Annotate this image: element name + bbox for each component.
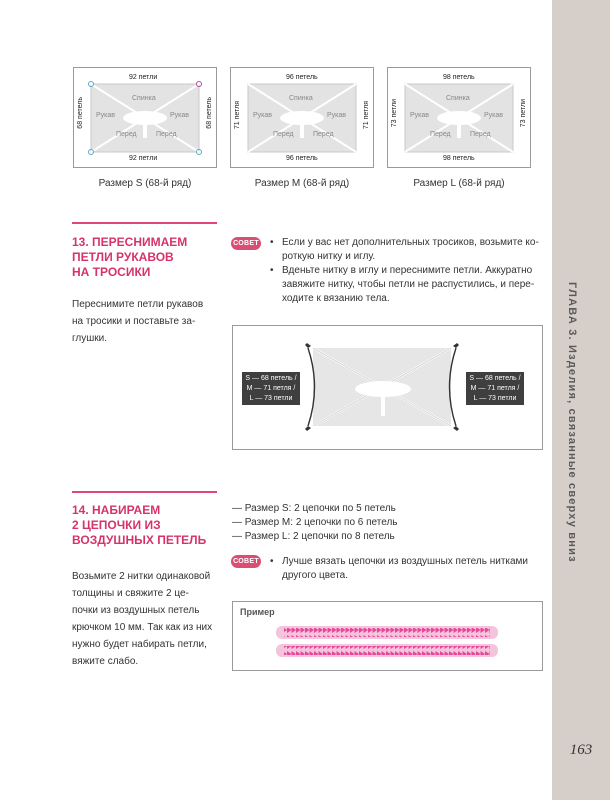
bullet-icon: • [270, 265, 274, 276]
diagram-sleeve-left-label: Рукав [410, 112, 429, 119]
diagram-front-right-label: Перед [313, 131, 334, 138]
tip-line: роткую нитку и иглу. [282, 251, 376, 262]
tip-badge: СОВЕТ [231, 555, 261, 568]
section14-body-line: почки из воздушных петель [72, 605, 200, 616]
tip-item: • Лучше вязать цепочки из воздушных пете… [270, 555, 528, 583]
diagram-top-label: 96 петель [286, 74, 318, 81]
diagram-bottom-label: 98 петель [443, 155, 475, 162]
size-l-caption: Размер L (68-й ряд) [413, 178, 505, 189]
tip-line: Если у вас нет дополнительных тросиков, … [282, 237, 539, 248]
chain-illustration [276, 626, 498, 657]
section13-tips: • Если у вас нет дополнительных тросиков… [270, 236, 539, 306]
chapter-title-text: ГЛАВА 3. Изделия, связанные сверху вниз [566, 282, 578, 563]
section14-title-line: ВОЗДУШНЫХ ПЕТЕЛЬ [72, 533, 207, 547]
example-box: Пример [232, 601, 543, 671]
diagram-right-label: 68 петель [206, 97, 213, 129]
tip-line: другого цвета. [282, 570, 349, 581]
section14-body-line: вяжите слабо. [72, 656, 139, 667]
diagram-front-left-label: Перед [430, 131, 451, 138]
diagram-bottom-label: 96 петель [286, 155, 318, 162]
section13-body: Переснимите петли рукавов на тросики и п… [72, 296, 203, 347]
example-title: Пример [240, 607, 275, 617]
diagram-right-label: 71 петля [363, 101, 370, 130]
bullet-icon: • [270, 237, 274, 248]
tip-line: Вденьте нитку в иглу и переснимите петли… [282, 265, 533, 276]
tip-line: ходите к вязанию тела. [282, 293, 390, 304]
section13-title: 13. ПЕРЕСНИМАЕМ ПЕТЛИ РУКАВОВ НА ТРОСИКИ [72, 235, 222, 280]
section14-title: 14. НАБИРАЕМ 2 ЦЕПОЧКИ ИЗ ВОЗДУШНЫХ ПЕТЕ… [72, 503, 222, 548]
size-diagram-s: 92 петли 92 петли 68 петель 68 петель Сп… [73, 67, 217, 168]
section14-body: Возьмите 2 нитки одинаковой толщины и св… [72, 568, 212, 670]
section13-title-line: ПЕТЛИ РУКАВОВ [72, 250, 174, 264]
diagram-sleeve-right-label: Рукав [170, 112, 189, 119]
diagram-sleeve-right-label: Рукав [327, 112, 346, 119]
diagram-front-right-label: Перед [156, 131, 177, 138]
diagram-bottom-label: 92 петли [129, 155, 158, 162]
section14-body-line: толщины и свяжите 2 це- [72, 588, 189, 599]
diagram-sleeve-left-label: Рукав [253, 112, 272, 119]
tip-line: Лучше вязать цепочки из воздушных петель… [282, 556, 529, 567]
section13-rule [72, 222, 217, 224]
bullet-icon: • [270, 556, 274, 567]
tip-item: • Если у вас нет дополнительных тросиков… [270, 236, 539, 264]
size-diagram-s-drawing [88, 81, 202, 155]
sleeve-stitches-diagram: S — 68 петель / M — 71 петля / L — 73 пе… [232, 325, 543, 450]
diagram-back-label: Спинка [132, 95, 156, 102]
stitch-count-line: M — 71 петля / [470, 385, 520, 392]
left-stitch-count-label: S — 68 петель / M — 71 петля / L — 73 пе… [242, 372, 300, 405]
diagram-left-label: 68 петель [77, 97, 84, 129]
section14-title-line: 14. НАБИРАЕМ [72, 503, 161, 517]
diagram-front-left-label: Перед [273, 131, 294, 138]
diagram-front-left-label: Перед [116, 131, 137, 138]
tip-badge: СОВЕТ [231, 237, 261, 250]
chain-size-item: — Размер M: 2 цепочки по 6 петель [232, 517, 398, 528]
stitch-count-line: S — 68 петель / [245, 375, 297, 382]
size-diagram-m-drawing [247, 83, 357, 153]
chapter-title: ГЛАВА 3. Изделия, связанные сверху вниз [566, 282, 596, 563]
size-diagram-l: 98 петель 98 петель 73 петли 73 петли Сп… [387, 67, 531, 168]
section13-body-line: глушки. [72, 333, 108, 344]
chain-size-item: — Размер L: 2 цепочки по 8 петель [232, 531, 395, 542]
tip-line: завяжите нитку, чтобы петли не распустил… [282, 279, 535, 290]
section14-tips: • Лучше вязать цепочки из воздушных пете… [270, 555, 528, 583]
section13-title-line: 13. ПЕРЕСНИМАЕМ [72, 235, 188, 249]
diagram-back-label: Спинка [446, 95, 470, 102]
size-s-caption: Размер S (68-й ряд) [98, 178, 192, 189]
tip-item: • Вденьте нитку в иглу и переснимите пет… [270, 264, 539, 306]
diagram-top-label: 98 петель [443, 74, 475, 81]
section13-body-line: на тросики и поставьте за- [72, 316, 196, 327]
section13-body-line: Переснимите петли рукавов [72, 299, 204, 310]
chain-sizes-list: — Размер S: 2 цепочки по 5 петель — Разм… [232, 502, 398, 544]
section14-body-line: Возьмите 2 нитки одинаковой [72, 571, 211, 582]
section14-body-line: нужно будет набирать петли, [72, 639, 207, 650]
right-stitch-count-label: S — 68 петель / M — 71 петля / L — 73 пе… [466, 372, 524, 405]
diagram-right-label: 73 петли [520, 99, 527, 128]
sleeve-stitches-drawing [305, 343, 459, 431]
page-number: 163 [569, 742, 593, 758]
size-diagram-l-drawing [404, 83, 514, 153]
stitch-count-line: S — 68 петель / [469, 375, 521, 382]
size-m-caption: Размер M (68-й ряд) [254, 178, 350, 189]
diagram-left-label: 71 петля [234, 101, 241, 130]
stitch-count-line: L — 73 петли [473, 395, 517, 402]
diagram-front-right-label: Перед [470, 131, 491, 138]
section14-rule [72, 491, 217, 493]
diagram-sleeve-right-label: Рукав [484, 112, 503, 119]
chapter-strip [552, 0, 610, 800]
diagram-top-label: 92 петли [129, 74, 158, 81]
diagram-left-label: 73 петли [391, 99, 398, 128]
chain-size-item: — Размер S: 2 цепочки по 5 петель [232, 503, 396, 514]
section14-body-line: крючком 10 мм. Так как из них [72, 622, 213, 633]
section14-title-line: 2 ЦЕПОЧКИ ИЗ [72, 518, 161, 532]
stitch-count-line: L — 73 петли [249, 395, 293, 402]
size-diagram-m: 96 петель 96 петель 71 петля 71 петля Сп… [230, 67, 374, 168]
stitch-count-line: M — 71 петля / [246, 385, 296, 392]
diagram-back-label: Спинка [289, 95, 313, 102]
section13-title-line: НА ТРОСИКИ [72, 265, 151, 279]
diagram-sleeve-left-label: Рукав [96, 112, 115, 119]
